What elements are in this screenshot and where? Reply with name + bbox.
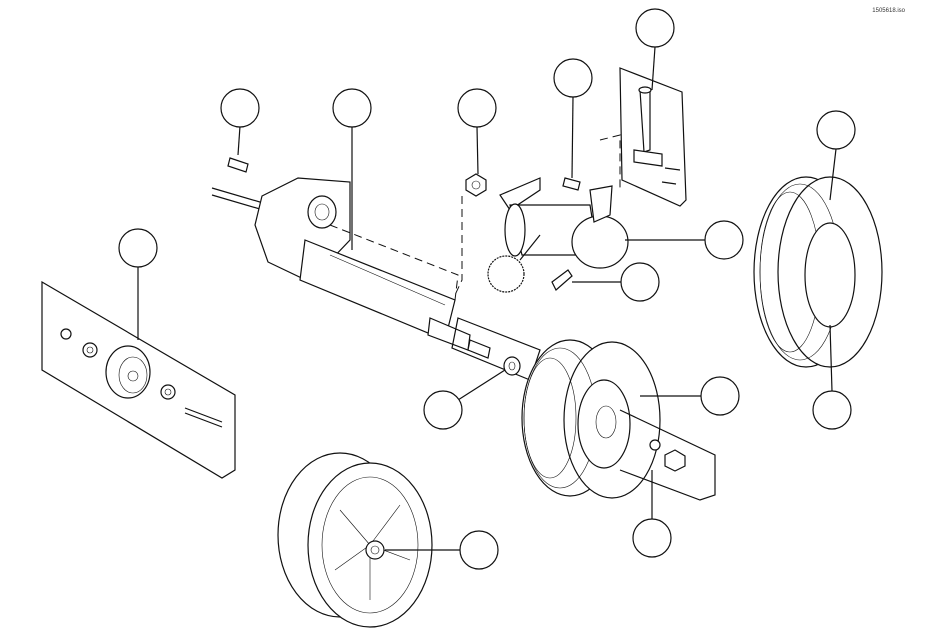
callout-circle (635, 8, 675, 48)
callout-circle (700, 376, 740, 416)
callout-circles (118, 8, 856, 570)
transaxle-motor-assembly (211, 127, 471, 351)
callout-circle (812, 390, 852, 430)
callout-circle (553, 58, 593, 98)
brake-gear (487, 234, 541, 293)
callout-circle (620, 262, 660, 302)
rear-drive-wheel (521, 339, 716, 519)
callout-circle (704, 220, 744, 260)
callout-circle (816, 110, 856, 150)
drawing-id-label: 1505618.iso (872, 8, 905, 14)
callout-circle (459, 530, 499, 570)
nut (454, 126, 487, 296)
callout-circle (332, 88, 372, 128)
key-pin (227, 125, 249, 173)
callout-circle (118, 228, 158, 268)
drive-motor (499, 96, 705, 269)
spare-tire (753, 148, 883, 392)
motor-brush (551, 269, 621, 291)
callout-circle (632, 518, 672, 558)
caster-wheel-kit-panel (41, 266, 236, 479)
callout-circle (220, 88, 260, 128)
brake-release-lever-panel (619, 46, 687, 207)
callout-circle (457, 88, 497, 128)
callout-circle (423, 390, 463, 430)
front-caster-wheel (277, 452, 460, 628)
